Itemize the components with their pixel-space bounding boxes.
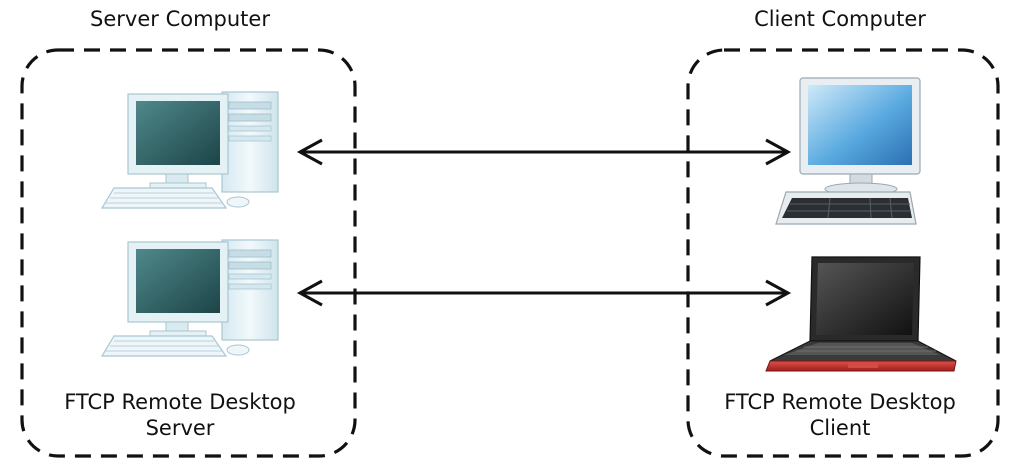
- server-app-label: FTCP Remote Desktop Server: [20, 389, 340, 441]
- desktop-monitor-keyboard-icon: [775, 77, 921, 225]
- client-app-label-line1: FTCP Remote Desktop: [724, 390, 956, 414]
- client-group-title-text: Client Computer: [754, 7, 926, 31]
- desktop-tower-computer-icon: [100, 239, 279, 357]
- client-app-label: FTCP Remote Desktop Client: [690, 389, 990, 441]
- server-group-border: [20, 48, 357, 458]
- client-group-title: Client Computer: [690, 6, 990, 32]
- connection-arrow-bottom: [296, 279, 792, 307]
- connection-arrow-top: [296, 138, 792, 166]
- client-app-label-line2: Client: [809, 416, 871, 440]
- server-app-label-line2: Server: [145, 416, 215, 440]
- laptop-icon: [765, 256, 957, 372]
- server-group-title-text: Server Computer: [90, 7, 270, 31]
- server-app-label-line1: FTCP Remote Desktop: [64, 390, 296, 414]
- client-group-border: [686, 48, 1000, 458]
- desktop-tower-computer-icon: [100, 91, 279, 209]
- server-group-title: Server Computer: [10, 6, 350, 32]
